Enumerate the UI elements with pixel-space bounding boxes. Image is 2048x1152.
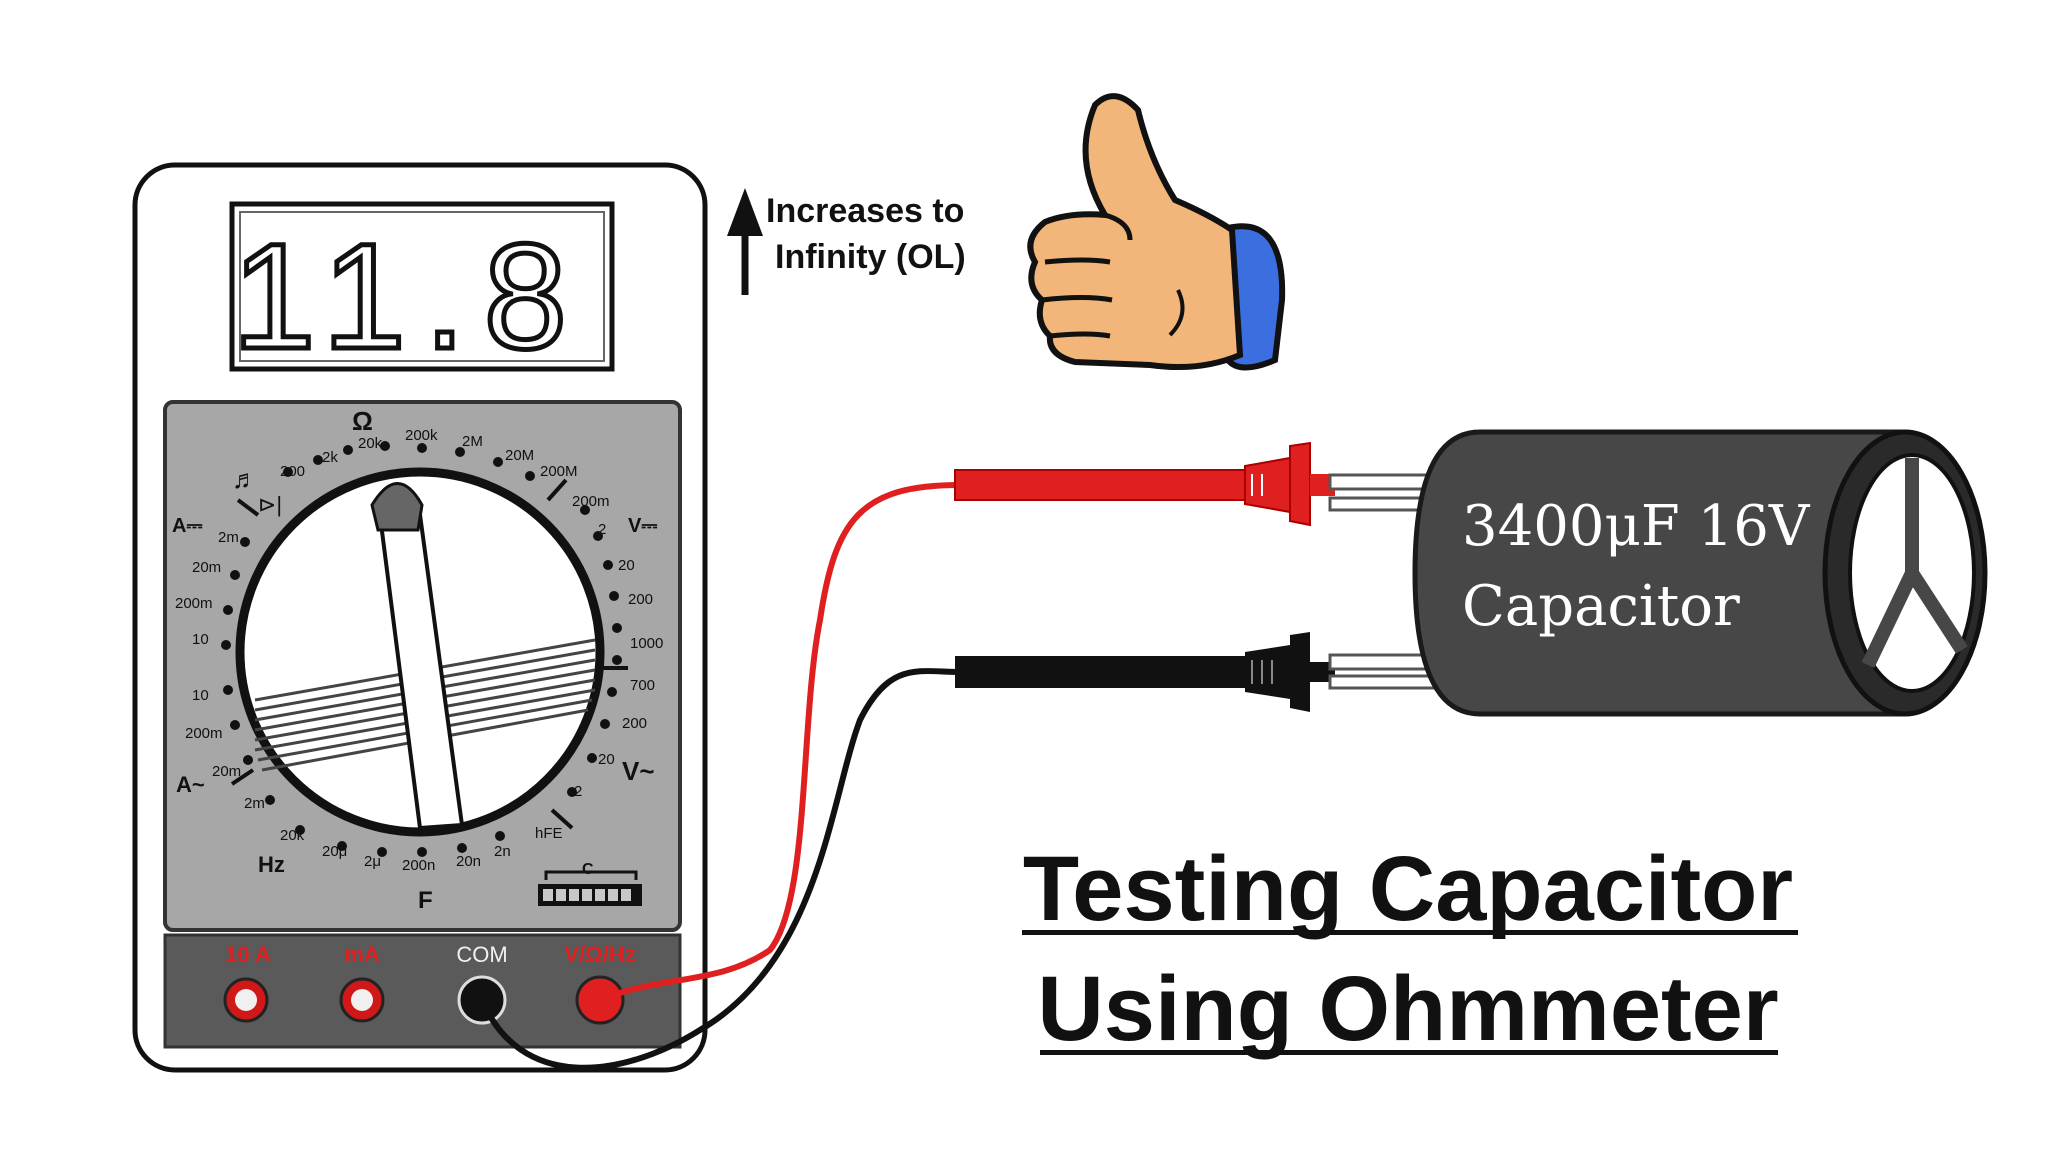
capacitor-slot[interactable]: C	[538, 861, 642, 906]
top-label: 200k	[405, 427, 438, 444]
diode-icon: ⊳|	[258, 492, 282, 517]
increase-annotation: Increases to Infinity (OL)	[727, 188, 966, 295]
title-line1: Testing Capacitor	[1023, 838, 1793, 940]
right-label: hFE	[535, 825, 563, 842]
annotation-line1: Increases to	[766, 192, 964, 230]
ohm-symbol: Ω	[352, 406, 373, 436]
switch-pointer[interactable]	[370, 482, 465, 831]
title-line2: Using Ohmmeter	[1037, 958, 1778, 1060]
top-label: 2M	[462, 433, 483, 450]
bottom-label: 20μ	[322, 843, 347, 860]
red-test-lead[interactable]	[598, 441, 1335, 1003]
section-hz: Hz	[258, 852, 285, 877]
left-label: 20m	[212, 763, 241, 780]
left-label: 10	[192, 687, 209, 704]
jack-label-10a: 10 A	[225, 942, 271, 967]
right-label: 200m	[572, 493, 610, 510]
dial-dots	[221, 441, 622, 857]
jack-label-com: COM	[456, 942, 507, 967]
right-label: 700	[630, 677, 655, 694]
thumbs-up-icon	[1027, 93, 1286, 371]
bottom-label: 2μ	[364, 853, 381, 870]
left-label: 200m	[175, 595, 213, 612]
capacitor-rating: 3400μF 16V	[1462, 494, 1811, 559]
right-label: 200	[628, 591, 653, 608]
rotary-switch[interactable]	[235, 467, 605, 837]
section-a-dc: A⎓	[172, 515, 202, 537]
right-label: 20	[598, 751, 615, 768]
black-test-lead[interactable]	[479, 632, 1335, 1071]
annotation-line2: Infinity (OL)	[775, 238, 966, 276]
right-label: 2	[574, 783, 582, 800]
right-label: 200	[622, 715, 647, 732]
vent-marks	[1861, 458, 1968, 669]
right-label: 20	[618, 557, 635, 574]
section-v-dc: V⎓	[628, 515, 657, 537]
capacitor-name: Capacitor	[1462, 574, 1740, 639]
left-label: 2m	[218, 529, 239, 546]
jack-label-ma: mA	[344, 942, 380, 967]
section-farad: F	[418, 887, 433, 914]
bottom-label: 20n	[456, 853, 481, 870]
top-label: 20M	[505, 447, 534, 464]
bottom-label: 20k	[280, 827, 305, 844]
cap-slot-label: C	[582, 861, 594, 878]
top-label: 20k	[358, 435, 383, 452]
top-label: 200	[280, 463, 305, 480]
display-reading: 11.8	[232, 212, 585, 380]
music-icon: ♬	[232, 464, 258, 494]
capacitor: 3400μF 16V Capacitor	[1328, 429, 1988, 717]
right-label: 1000	[630, 635, 663, 652]
bottom-label: 200n	[402, 857, 435, 874]
jack-panel: 10 A mA COM V/Ω/Hz	[163, 933, 682, 1049]
top-label: 200M	[540, 463, 578, 480]
dial-range-ticks	[230, 478, 628, 830]
jack-label-vohm: V/Ω/Hz	[564, 942, 635, 967]
left-label: 2m	[244, 795, 265, 812]
jack-10a[interactable]	[223, 977, 269, 1023]
left-label: 10	[192, 631, 209, 648]
section-v-ac: V~	[622, 756, 655, 786]
capacitor-body	[1412, 429, 1903, 717]
title-underline-1	[1022, 930, 1798, 935]
jack-ma[interactable]	[339, 977, 385, 1023]
title-underline-2	[1040, 1050, 1778, 1055]
multimeter: 11.8	[132, 162, 708, 1073]
left-label: 200m	[185, 725, 223, 742]
lcd-display: 11.8	[229, 201, 615, 383]
top-label: 2k	[322, 449, 338, 466]
right-label: 2	[598, 521, 606, 538]
left-label: 20m	[192, 559, 221, 576]
dial-labels: Ω A⎓ V⎓ A~ V~ Hz F ♬ ⊳| 200 2k 20k 200k …	[172, 406, 663, 914]
section-a-ac: A~	[176, 772, 205, 797]
bottom-label: 2n	[494, 843, 511, 860]
diagram-title: Testing Capacitor Using Ohmmeter	[1022, 838, 1798, 1060]
